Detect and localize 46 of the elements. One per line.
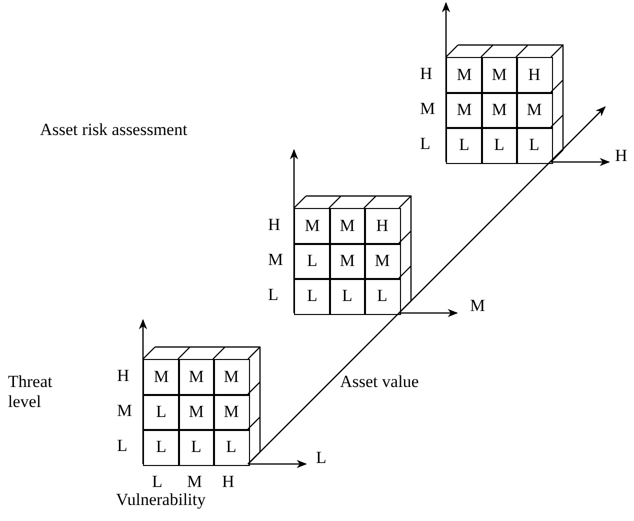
matrix-cell: L (178, 429, 214, 466)
matrix-cell: M (516, 92, 552, 128)
matrix-cell: L (364, 278, 400, 314)
matrix-cell: M (213, 394, 250, 430)
row-label: M (420, 99, 436, 119)
matrix-cell: M (446, 92, 482, 128)
matrix-cell: M (213, 359, 250, 396)
matrix-cell: M (329, 243, 366, 280)
row-label: H (117, 366, 130, 386)
matrix-cell: M (481, 92, 518, 128)
matrix-cell: H (364, 208, 400, 244)
matrix-cell: L (143, 429, 180, 466)
column-label: M (187, 472, 202, 492)
diagram-title: Asset risk assessment (40, 120, 188, 140)
matrix-cell: L (294, 278, 330, 314)
matrix-cell: L (294, 243, 330, 280)
matrix-cell: L (446, 127, 482, 164)
row-label: M (268, 250, 284, 270)
column-label: L (152, 472, 162, 492)
matrix-cell: L (329, 278, 366, 314)
column-label: H (222, 472, 234, 492)
row-label: L (420, 134, 430, 154)
matrix-cell: M (143, 359, 180, 396)
row-label: L (117, 436, 128, 456)
row-label: L (268, 285, 278, 305)
matrix-cell: M (329, 208, 366, 244)
row-label: H (420, 64, 432, 84)
matrix-cell: M (481, 57, 518, 94)
axis-title: Asset value (340, 372, 419, 392)
matrix-cell: M (364, 243, 400, 280)
axis-title: Threat level (8, 372, 54, 412)
matrix-cell: M (178, 359, 214, 396)
axis-title: Vulnerability (116, 490, 206, 510)
matrix-cell: M (446, 57, 482, 94)
matrix-cell: M (178, 394, 214, 430)
matrix-cell: H (516, 57, 552, 94)
axis-label: M (470, 296, 486, 316)
axis-label: L (316, 448, 326, 468)
matrix-cell: L (213, 429, 250, 466)
row-label: H (268, 215, 280, 235)
matrix-cell: L (516, 127, 552, 164)
axis-label: H (615, 146, 628, 166)
matrix-cell: L (143, 394, 180, 430)
matrix-cell: M (294, 208, 330, 244)
matrix-cell: L (481, 127, 518, 164)
row-label: M (117, 401, 132, 421)
